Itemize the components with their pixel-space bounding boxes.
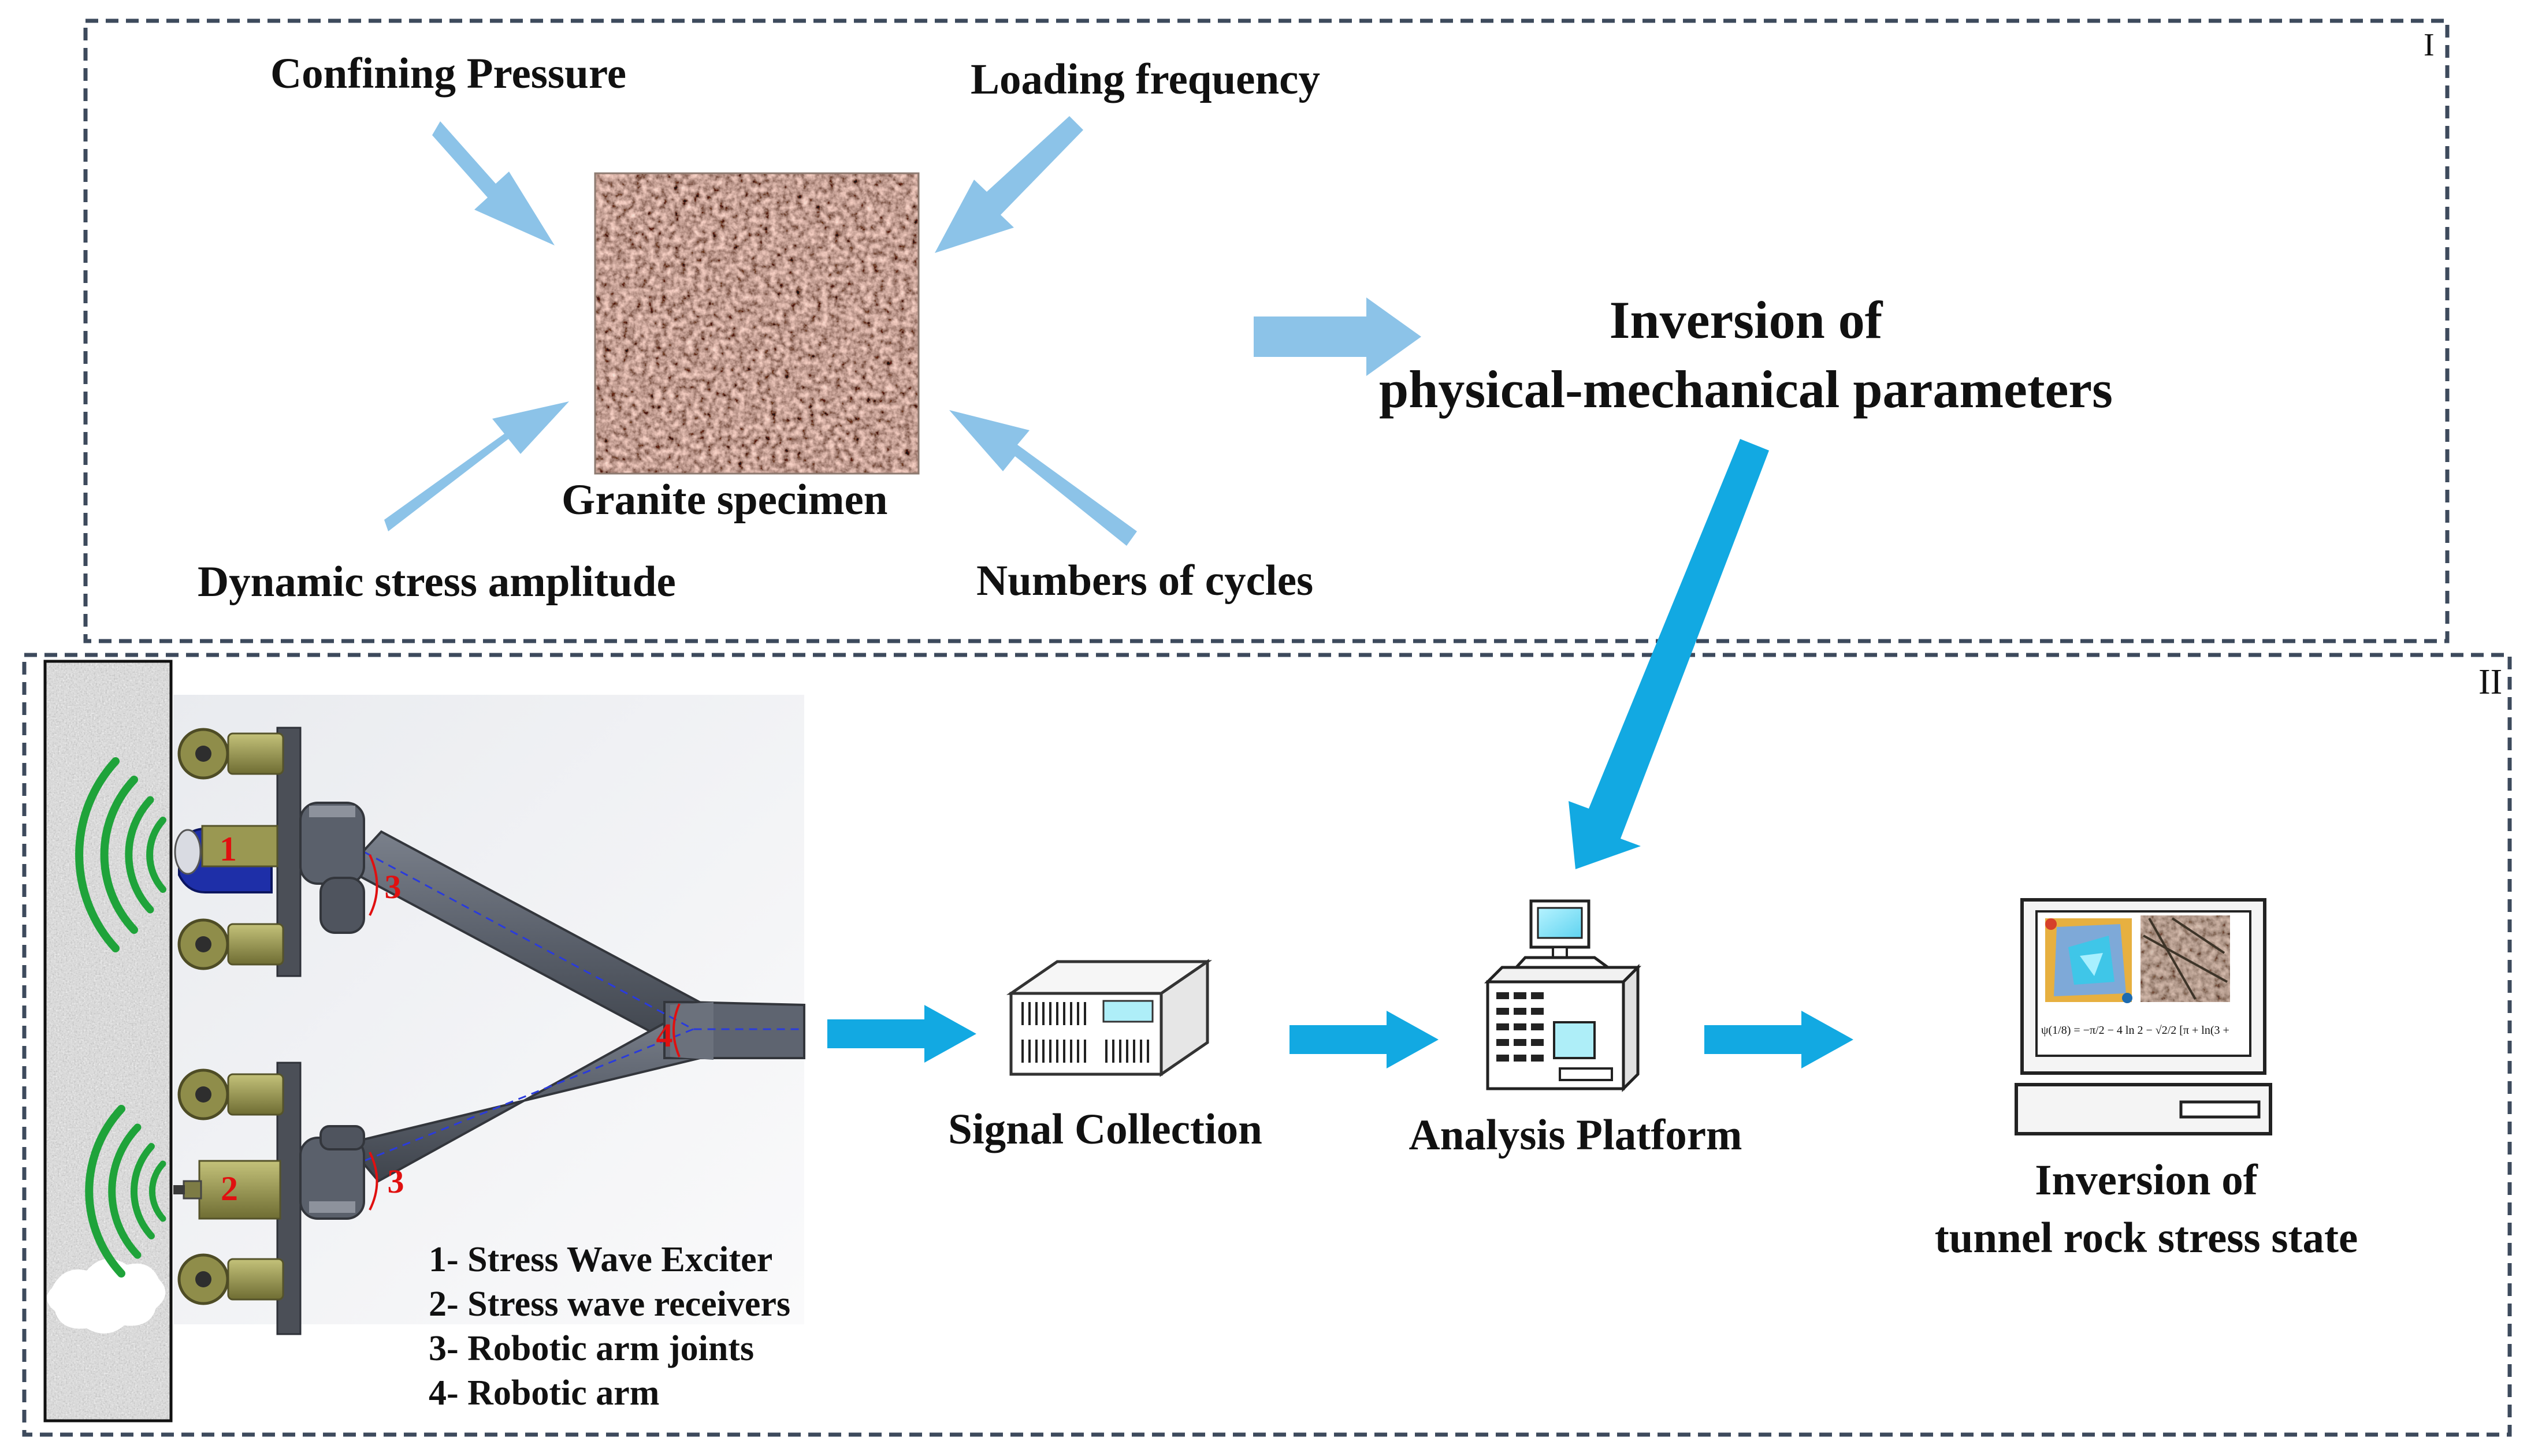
arrow-to-parameter-inversion [1254,297,1421,376]
marker-arm: 4 [656,1016,673,1054]
signal-collection-label: Signal Collection [948,1105,1262,1153]
confining-pressure-label: Confining Pressure [270,50,627,98]
panel-2-label: II [2478,662,2503,702]
marker-receiver: 2 [221,1170,238,1208]
legend-item-arm: 4- Robotic arm [429,1373,660,1413]
numbers-of-cycles-label: Numbers of cycles [976,557,1314,605]
analysis-platform-computer-icon [1484,899,1642,1093]
result-monitor-icon [2015,898,2272,1135]
parameter-inversion-title-line1: Inversion of [1609,291,1883,349]
receiver-wave-icon [85,1105,166,1278]
panel-2-frame [22,653,2512,1437]
rock-wall [43,660,173,1423]
arrow-to-analysis-platform-flow [1289,1011,1439,1068]
signal-collection-device-icon [1006,959,1213,1077]
marker-upper-joint: 3 [385,868,402,906]
arrow-loading-frequency [935,116,1083,253]
granite-specimen-label: Granite specimen [562,476,888,524]
granite-specimen-image [594,172,920,475]
arrow-confining-pressure [432,121,555,245]
marker-exciter: 1 [220,830,237,868]
legend-item-joints: 3- Robotic arm joints [429,1329,755,1368]
legend-item-exciter: 1- Stress Wave Exciter [429,1240,773,1279]
arrow-to-signal-collection [827,1005,976,1063]
legend-item-receivers: 2- Stress wave receivers [429,1284,791,1324]
arrow-dynamic-stress-amplitude [384,401,569,531]
stress-inversion-title-line1: Inversion of [2035,1156,2258,1204]
arrow-to-stress-inversion [1704,1011,1853,1068]
monitor-formula: ψ(1/8) = −π/2 − 4 ln 2 − √2/2 [π + ln(3 … [2041,1024,2229,1037]
dynamic-stress-amplitude-label: Dynamic stress amplitude [198,558,676,606]
stress-inversion-title-line2: tunnel rock stress state [1934,1214,2358,1262]
analysis-platform-label: Analysis Platform [1409,1111,1742,1159]
loading-frequency-label: Loading frequency [971,55,1320,103]
panel-1-frame [83,18,2450,643]
arrow-numbers-of-cycles [949,410,1137,546]
marker-lower-joint: 3 [388,1163,404,1200]
exciter-wave-icon [75,757,166,952]
arrow-to-analysis-platform [1569,439,1769,869]
robotic-arm [173,727,805,1335]
parameter-inversion-title-line2: physical-mechanical parameters [1379,360,2113,419]
